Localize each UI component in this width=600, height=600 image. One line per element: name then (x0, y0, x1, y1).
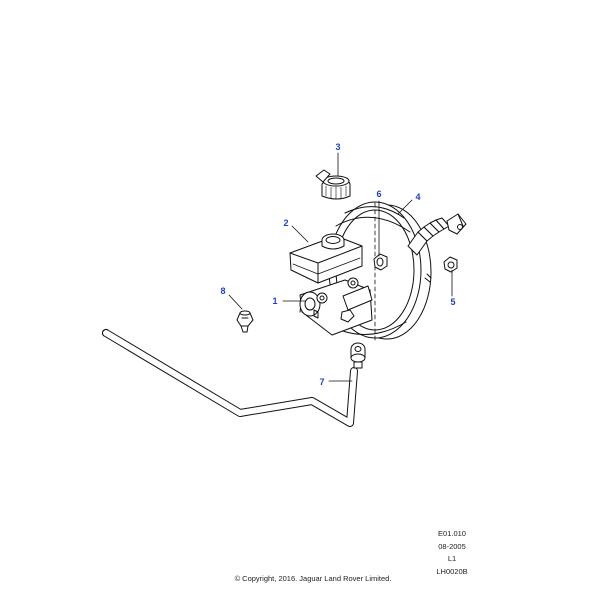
clip-8[interactable] (236, 310, 254, 333)
brake-pipe[interactable] (101, 328, 366, 427)
revision-date: 08-2005 (438, 541, 466, 551)
diagram-reference-block: E01.010 08-2005 L1 LH0020B (420, 528, 484, 578)
callout-2[interactable]: 2 (283, 218, 289, 228)
callout-7[interactable]: 7 (319, 377, 325, 387)
fluid-reservoir[interactable] (289, 233, 363, 284)
copyright-notice: © Copyright, 2016. Jaguar Land Rover Lim… (234, 574, 392, 583)
callout-4[interactable]: 4 (415, 192, 421, 202)
push-rod-boot (407, 213, 467, 256)
callout-1[interactable]: 1 (272, 296, 278, 306)
callout-5[interactable]: 5 (450, 297, 456, 307)
level-code: L1 (447, 554, 457, 563)
leader-lines (228, 152, 453, 382)
callout-3[interactable]: 3 (335, 142, 341, 152)
master-cylinder[interactable] (299, 277, 373, 336)
mounting-nut-6[interactable] (373, 253, 388, 271)
mounting-nut-5[interactable] (443, 256, 458, 273)
callout-8[interactable]: 8 (220, 286, 226, 296)
section-code: E01.010 (438, 529, 466, 538)
callout-6[interactable]: 6 (376, 189, 382, 199)
reservoir-cap[interactable] (315, 169, 351, 200)
illustration-id: LH0020B (436, 566, 468, 576)
